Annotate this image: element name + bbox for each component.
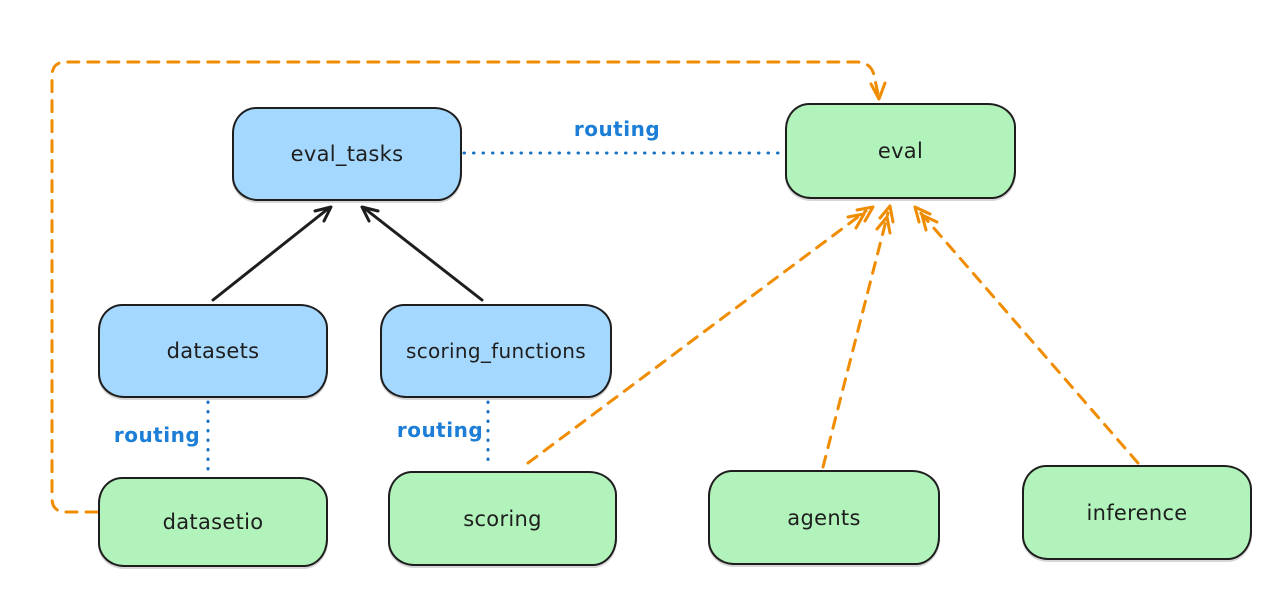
node-datasetio-label: datasetio [162,510,264,534]
edge-scoring-functions-to-eval-tasks [360,205,484,302]
node-eval-label: eval [877,139,924,163]
node-scoring-label: scoring [463,506,542,531]
node-agents: agents [708,470,940,565]
node-scoring: scoring [388,471,617,566]
node-scoring-functions-label: scoring_functions [405,339,587,363]
edge-label-routing-datasets-datasetio: routing [113,423,201,447]
node-eval-tasks-label: eval_tasks [290,142,404,166]
node-datasets-label: datasets [166,339,260,363]
node-inference: inference [1022,465,1252,560]
node-eval-tasks: eval_tasks [232,107,462,201]
node-eval: eval [785,103,1016,199]
edge-label-routing-eval-tasks-eval: routing [573,117,661,141]
edge-datasets-to-eval-tasks [211,205,333,302]
node-datasetio: datasetio [98,477,328,567]
node-datasets: datasets [98,304,328,398]
node-inference-label: inference [1086,500,1188,525]
node-agents-label: agents [787,505,861,530]
node-scoring-functions: scoring_functions [380,304,612,398]
edge-inference-to-eval [913,205,1140,465]
edge-agents-to-eval [821,204,895,469]
edge-label-routing-scoring-functions-scoring: routing [396,418,484,442]
